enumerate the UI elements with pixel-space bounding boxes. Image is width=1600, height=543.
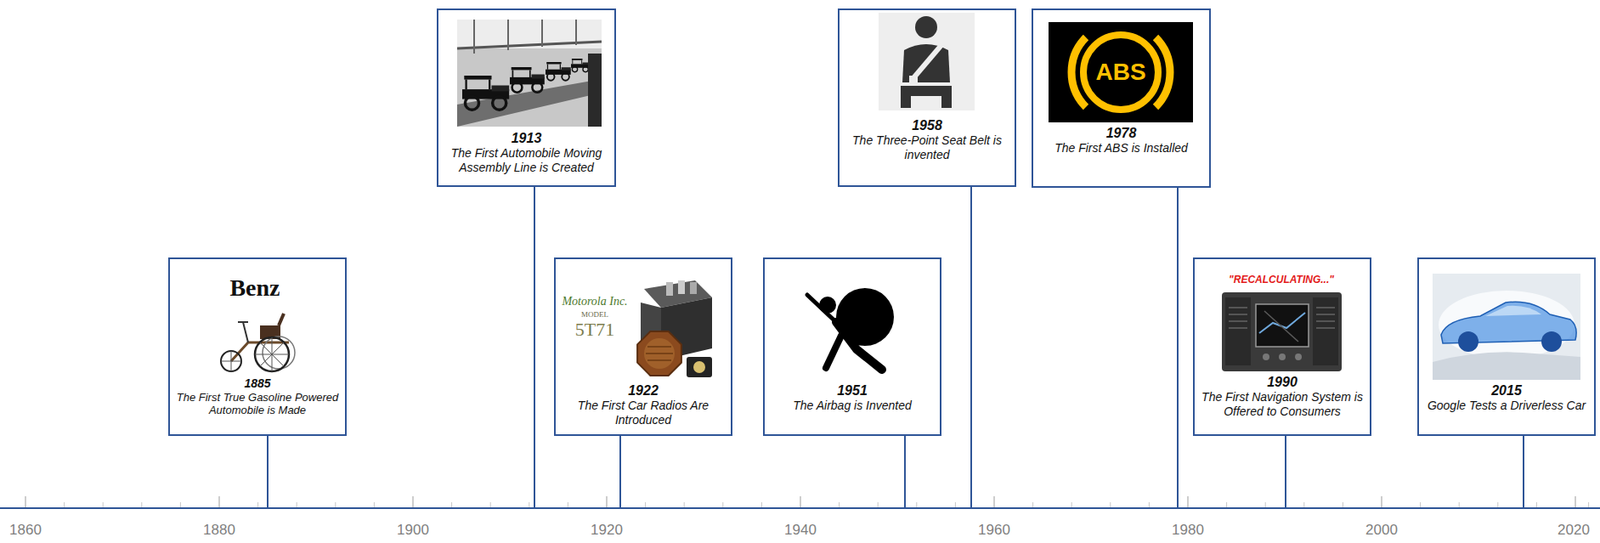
axis-year-label: 1900 — [396, 521, 430, 539]
event-box: 1958The Three-Point Seat Belt is invente… — [837, 8, 1017, 187]
event-box: 1978The First ABS is Installed ABS — [1031, 8, 1211, 188]
abs-warning-icon — [1048, 22, 1193, 123]
major-tick — [25, 496, 1576, 509]
event-description: Google Tests a Driverless Car — [1423, 398, 1590, 413]
model-text: MODEL — [581, 310, 609, 319]
event-year: 1990 — [1198, 373, 1366, 391]
logo-text: Motorola Inc. — [561, 294, 628, 309]
axis-year-label: 1960 — [978, 521, 1011, 539]
event-description: The First Automobile Moving Assembly Lin… — [442, 146, 611, 176]
event-box: 1913The First Automobile Moving Assembly… — [436, 8, 617, 187]
event-year: 1978 — [1037, 124, 1205, 142]
event-text: 1885The First True Gasoline Powered Auto… — [169, 376, 345, 418]
event-text: 1913The First Automobile Moving Assembly… — [438, 130, 615, 176]
event-description: The Three-Point Seat Belt is invented — [843, 133, 1011, 163]
airbag-icon — [807, 288, 894, 370]
event-text: 1958The Three-Point Seat Belt is invente… — [839, 117, 1015, 163]
axis-year-label: 1920 — [590, 521, 623, 539]
event-box: 1922The First Car Radios Are Introduced M… — [554, 257, 733, 436]
car-radio-icon — [637, 280, 713, 378]
event-text: 1990The First Navigation System is Offer… — [1194, 373, 1370, 419]
logo-text: Benz — [229, 274, 280, 302]
seat-belt-icon — [878, 12, 975, 111]
assembly-line-photo — [457, 19, 602, 127]
leader-line — [266, 435, 269, 509]
leader-line — [533, 186, 536, 509]
leader-line — [619, 435, 622, 509]
leader-line — [1176, 186, 1179, 509]
event-description: The First True Gasoline Powered Automobi… — [174, 390, 341, 418]
navigation-unit-icon — [1221, 273, 1342, 372]
axis-year-label: 1980 — [1171, 521, 1205, 539]
event-text: 1922The First Car Radios Are Introduced — [555, 382, 731, 428]
leader-line — [1522, 435, 1525, 509]
axis-year-label: 2000 — [1365, 521, 1398, 539]
abs-text: ABS — [1095, 60, 1146, 85]
event-description: The First Car Radios Are Introduced — [559, 398, 727, 428]
leader-line — [904, 435, 906, 509]
event-year: 1922 — [559, 382, 727, 399]
airbag-icon — [803, 286, 896, 376]
axis-year-label: 2020 — [1557, 521, 1590, 539]
leader-line — [970, 186, 973, 509]
event-description: The First Navigation System is Offered t… — [1198, 390, 1366, 419]
event-box: 2015Google Tests a Driverless Car — [1417, 257, 1596, 436]
event-description: The Airbag is Invented — [768, 398, 936, 413]
driverless-car-icon — [1432, 273, 1581, 380]
axis-year-label: 1940 — [784, 521, 817, 539]
axis-year-label: 1880 — [203, 521, 236, 539]
benz-car-icon — [220, 313, 295, 372]
navigation-unit-icon — [1221, 292, 1342, 372]
leader-line — [1284, 435, 1287, 509]
model-number: 5T71 — [575, 318, 615, 340]
event-box: 1990The First Navigation System is Offer… — [1192, 257, 1372, 436]
seat-belt-icon — [878, 12, 975, 111]
assembly-line-photo — [457, 19, 602, 127]
event-text: 1951The Airbag is Invented — [764, 382, 940, 413]
axis-line — [0, 507, 1600, 509]
event-text: 1978The First ABS is Installed — [1033, 124, 1210, 156]
event-box: 1885The First True Gasoline Powered Auto… — [168, 257, 347, 436]
event-year: 1885 — [174, 376, 341, 391]
event-year: 1958 — [843, 117, 1011, 134]
event-year: 2015 — [1423, 382, 1590, 399]
axis-year-label: 1860 — [9, 521, 42, 539]
minor-tick — [64, 502, 1589, 509]
event-box: 1951The Airbag is Invented — [763, 257, 942, 436]
event-text: 2015Google Tests a Driverless Car — [1419, 382, 1595, 413]
event-year: 1913 — [442, 130, 611, 147]
driverless-car-icon — [1432, 273, 1581, 380]
screen-message: "RECALCULATING..." — [1228, 274, 1335, 287]
event-description: The First ABS is Installed — [1037, 141, 1205, 156]
event-year: 1951 — [768, 382, 936, 399]
